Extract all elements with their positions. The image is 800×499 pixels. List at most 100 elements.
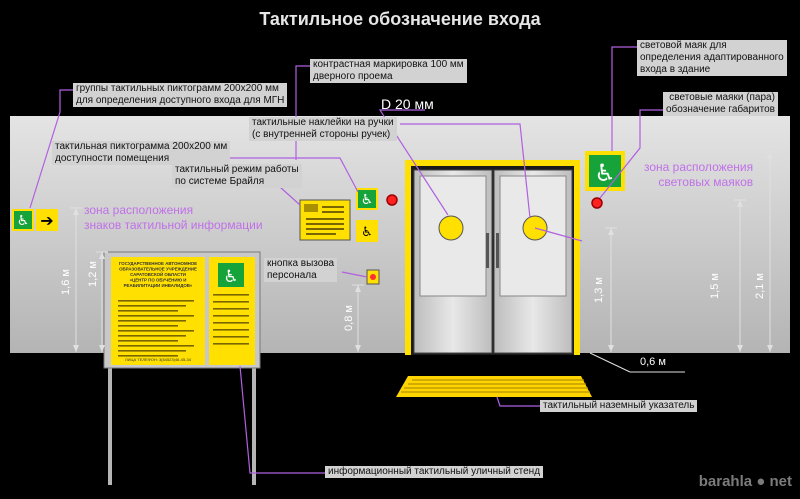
label-line: группы тактильных пиктограмм 200х200 мм [76, 83, 279, 94]
svg-text:♿: ♿ [594, 159, 616, 187]
call-button [366, 269, 380, 285]
label-pictogram-groups: группы тактильных пиктограмм 200х200 мм … [73, 83, 288, 107]
label-line: кнопка вызова [267, 258, 335, 269]
svg-text:➔: ➔ [40, 211, 53, 230]
label-line: контрастная маркировка 100 мм [313, 59, 464, 70]
stand-text-line [118, 310, 178, 312]
leader-pictogram-room [230, 157, 359, 193]
stand-text-line [118, 340, 178, 342]
label-call-button: кнопка вызова персонала [264, 258, 338, 282]
label-line: (с внутренней стороны ручек) [252, 129, 391, 140]
door-sticker-left [438, 215, 464, 241]
stand-text-line [118, 345, 194, 347]
room-accessibility-pictogram: ♿ ♿ [356, 188, 378, 242]
svg-text:♿: ♿ [361, 192, 374, 208]
leader-beacons-pair [599, 109, 663, 199]
dim-line-1-6m [70, 207, 82, 352]
leader-sticker-right [534, 227, 583, 242]
svg-text:♿: ♿ [361, 225, 373, 240]
stand-text-line [118, 305, 186, 307]
stand-text-line [213, 343, 249, 345]
leader-diameter [378, 109, 449, 216]
label-light-beacons-pair: световые маяки (пара) обозначение габари… [663, 92, 778, 116]
dimension-1-2m: 1,2 м [87, 261, 99, 287]
stand-text-line [118, 350, 186, 352]
label-door-stickers: тактильные наклейки на ручки (с внутренн… [249, 117, 397, 141]
dimension-2-1m: 2,1 м [754, 273, 766, 299]
stand-text-line [118, 335, 186, 337]
dimension-1-6m: 1,6 м [60, 269, 72, 295]
dimension-0-8m: 0,8 м [343, 305, 355, 331]
accessibility-pictogram-left: ♿ [12, 209, 34, 231]
label-line: тактильный режим работы [175, 164, 299, 175]
label-contrast-marking: контрастная маркировка 100 мм дверного п… [310, 59, 467, 83]
stand-org-line: ОБРАЗОВАТЕЛЬНОЕ УЧРЕЖДЕНИЕ [119, 267, 197, 272]
watermark: barahla ● net [698, 473, 792, 490]
stand-text-line [213, 315, 249, 317]
label-line: определения адаптированного [640, 52, 784, 63]
label-line: по системе Брайля [175, 176, 265, 187]
zone-line: зона расположения [84, 203, 194, 217]
label-pictogram-room: тактильная пиктограмма 200х200 мм доступ… [52, 141, 231, 165]
stand-text-line [118, 315, 194, 317]
arrow-pictogram-left: ➔ [36, 209, 58, 231]
braille-plaque [299, 199, 351, 241]
svg-text:♿: ♿ [223, 267, 238, 287]
stand-text-line [213, 294, 249, 296]
dim-line-0-8m [352, 284, 364, 352]
info-stand: ♿ [103, 251, 261, 485]
stand-org-line: «ЦЕНТР ПО ОБУЧЕНИЮ И [130, 278, 187, 283]
leader-light-beacon [611, 46, 637, 151]
zone-line: знаков тактильной информации [84, 218, 263, 232]
dim-line-0-6m [589, 352, 685, 373]
dim-line-1-2m [96, 251, 108, 352]
leader-call-button [341, 271, 368, 278]
leader-ground-indicator [496, 396, 540, 407]
dim-line-1-5m [734, 199, 746, 352]
leader-info-stand [239, 365, 325, 474]
dim-line-2-1m [764, 151, 776, 352]
label-line: световые маяки (пара) [669, 92, 775, 103]
stand-text-line [213, 329, 249, 331]
label-line: тактильная пиктограмма 200х200 мм [55, 141, 228, 152]
beacon-left [386, 194, 398, 206]
door-right-handle [496, 233, 499, 268]
stand-text-line [213, 308, 249, 310]
dim-line-1-3m [605, 227, 617, 352]
stand-text-line [213, 322, 249, 324]
dimension-1-5m: 1,5 м [709, 273, 721, 299]
dimension-1-3m: 1,3 м [593, 277, 605, 303]
page-title: Тактильное обозначение входа [259, 9, 541, 29]
stand-text-line [118, 320, 186, 322]
stand-text-line [118, 325, 178, 327]
zone-line: зона расположения [644, 160, 754, 174]
label-line: дверного проема [313, 71, 393, 82]
zone-light-beacons: зона расположения световых маяков [644, 160, 753, 190]
tactile-ground-indicator [396, 376, 592, 397]
stand-text-line [213, 301, 249, 303]
label-diameter: D 20 мм [381, 96, 434, 112]
zone-line: световых маяков [658, 175, 754, 189]
label-info-stand: информационный тактильный уличный стенд [325, 466, 544, 478]
label-line: персонала [267, 270, 317, 281]
stand-org-line: РЕАБИЛИТАЦИИ ИНВАЛИДОВ» [124, 283, 193, 288]
label-line: входа в здание [640, 64, 711, 75]
svg-text:♿: ♿ [17, 213, 30, 229]
stand-org-line: САРАТОВСКОЙ ОБЛАСТИ [130, 272, 186, 277]
dimension-0-6m: 0,6 м [640, 356, 666, 368]
zone-tactile-signs: зона расположения знаков тактильной инфо… [84, 203, 263, 233]
stand-text-line [118, 355, 178, 357]
stand-text-line [213, 336, 249, 338]
label-braille-mode: тактильный режим работы по системе Брайл… [172, 164, 302, 188]
label-line: тактильные наклейки на ручки [252, 117, 394, 128]
info-stand-text: ГОСУДАРСТВЕННОЕ АВТОНОМНОЕОБРАЗОВАТЕЛЬНО… [119, 261, 197, 362]
stand-phone: ЛИЦА ТЕЛЕФОН: 3(84523)46-45-34 [125, 357, 192, 362]
label-line: для определения доступного входа для МГН [76, 95, 285, 106]
entrance-beacon-pictogram: ♿ [585, 151, 625, 191]
beacon-right [591, 197, 603, 209]
label-ground-indicator: тактильный наземный указатель [540, 400, 698, 412]
stand-text-line [118, 330, 194, 332]
leader-pictogram-groups [29, 89, 73, 209]
